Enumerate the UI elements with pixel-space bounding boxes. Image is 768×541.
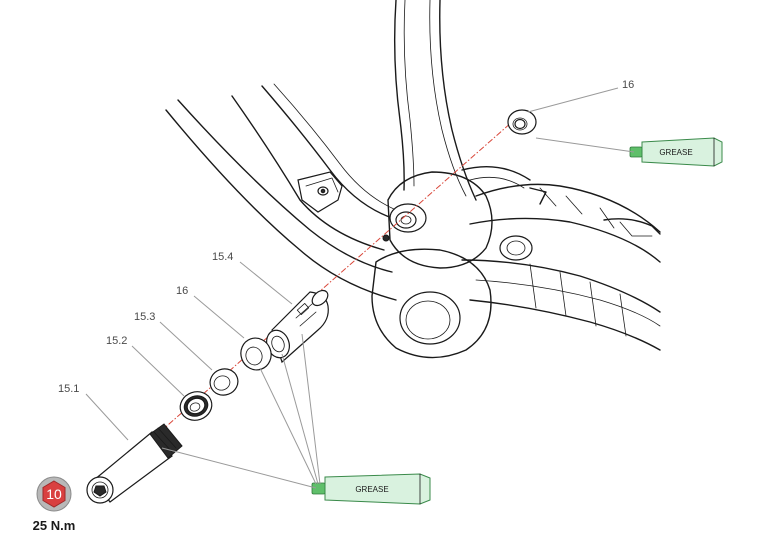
frame-chainstay (461, 183, 661, 351)
callout-15-1: 15.1 (58, 383, 79, 395)
torque-badge: 10 25 N.m (33, 476, 76, 533)
torque-value: 25 N.m (33, 518, 76, 533)
part-15-4-sleeve (266, 289, 329, 364)
grease-tube-bottom: GREASE (311, 473, 431, 505)
frame-seat-tube (393, 0, 477, 201)
frame-bottom-bracket (371, 171, 493, 359)
part-15-3-washer (209, 368, 239, 396)
cable-port-bracket (297, 171, 343, 213)
grease-tube-bottom-nozzle (311, 482, 326, 495)
part-15-2-bearing (179, 391, 213, 421)
grease-tube-top: GREASE (629, 137, 723, 167)
callout-15-3: 15.3 (134, 311, 155, 323)
callout-15-2: 15.2 (106, 335, 127, 347)
callout-16-mid: 16 (176, 285, 188, 297)
callout-16-top: 16 (622, 79, 634, 91)
frame-down-tube (165, 83, 397, 301)
callout-15-4: 15.4 (212, 251, 233, 263)
torque-tool-size: 10 (46, 486, 62, 502)
grease-tube-top-label: GREASE (659, 148, 692, 157)
part-15-1-axle-bolt (86, 423, 183, 504)
leader-lines (85, 87, 635, 489)
part-16-mid-washer (240, 337, 272, 371)
hex-key-icon (42, 480, 66, 508)
part-16-top-washer (507, 109, 537, 135)
grease-tube-bottom-label: GREASE (355, 485, 388, 494)
frame-upper-link (461, 165, 547, 205)
